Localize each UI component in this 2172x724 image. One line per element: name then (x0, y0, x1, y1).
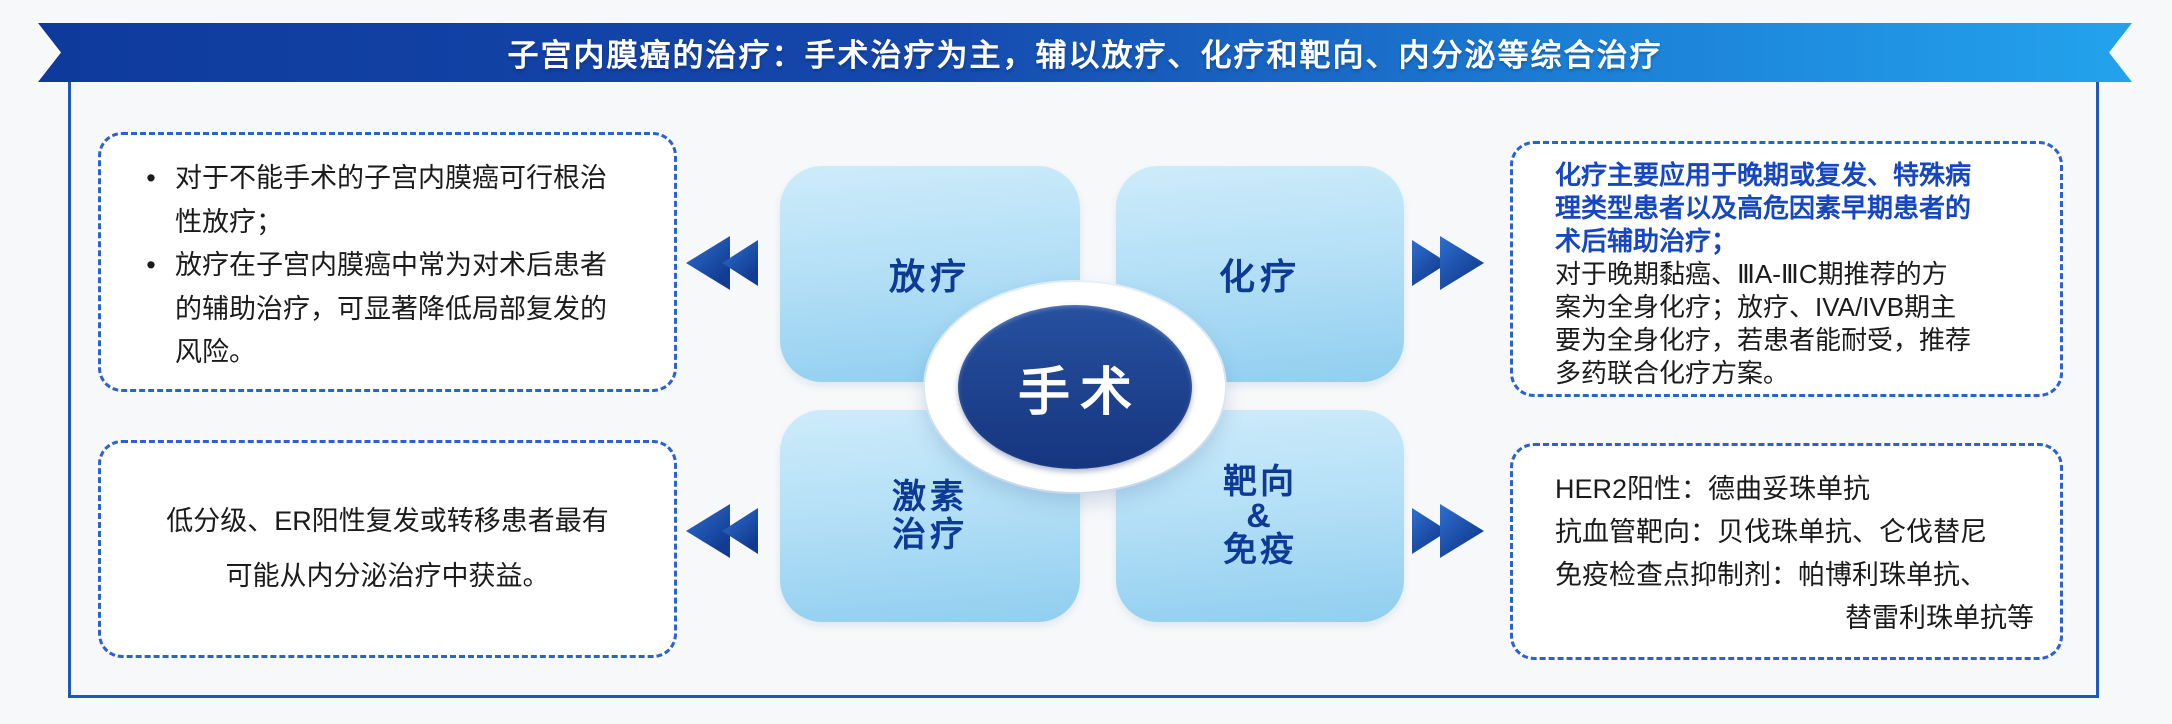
note-text: 对于晚期黏癌、ⅢA-ⅢC期推荐的方 (1555, 259, 1948, 289)
note-text: 可能从内分泌治疗中获益。 (225, 561, 550, 591)
quadrant-targeted-immune: 靶向 & 免疫 (1116, 410, 1404, 622)
note-text: 风险。 (175, 337, 256, 367)
double-chevron-left-icon (686, 504, 758, 558)
quadrant-label: 放疗 (888, 256, 971, 297)
note-text: 对于不能手术的子宫内膜癌可行根治 (175, 163, 607, 193)
targeted-immune-note-box: HER2阳性：德曲妥珠单抗 抗血管靶向：贝伐珠单抗、仑伐替尼 免疫检查点抑制剂：… (1510, 443, 2063, 660)
note-text: 要为全身化疗，若患者能耐受，推荐 (1555, 325, 1972, 355)
quadrant-label: & (1246, 497, 1274, 535)
quadrant-label: 激素 (892, 478, 968, 516)
note-text: 替雷利珠单抗等 (1845, 603, 2034, 633)
highlight-text: 理类型患者以及高危因素早期患者的 (1555, 193, 1972, 223)
note-line: 风险。 (127, 331, 656, 375)
radiotherapy-note-box: • 对于不能手术的子宫内膜癌可行根治 性放疗； • 放疗在子宫内膜癌中常为对术后… (98, 132, 677, 392)
quadrant-label: 治疗 (892, 516, 968, 554)
hormone-note-box: 低分级、ER阳性复发或转移患者最有 可能从内分泌治疗中获益。 (98, 440, 677, 658)
bullet-dot (127, 288, 175, 332)
quadrant-chemotherapy: 化疗 (1116, 166, 1404, 382)
note-line: 的辅助治疗，可显著降低局部复发的 (127, 288, 656, 332)
note-text: 低分级、ER阳性复发或转移患者最有 (166, 506, 609, 536)
note-text: HER2阳性：德曲妥珠单抗 (1555, 474, 1871, 504)
highlight-text: 术后辅助治疗； (1555, 226, 1738, 256)
title-ribbon: 子宫内膜癌的治疗：手术治疗为主，辅以放疗、化疗和靶向、内分泌等综合治疗 (38, 23, 2132, 82)
note-text: 免疫检查点抑制剂：帕博利珠单抗、 (1555, 560, 1987, 590)
note-line: • 放疗在子宫内膜癌中常为对术后患者 (127, 244, 656, 288)
highlight-text: 化疗主要应用于晚期或复发、特殊病 (1555, 160, 1972, 190)
note-text: 的辅助治疗，可显著降低局部复发的 (175, 293, 607, 324)
note-text: 案为全身化疗；放疗、IVA/IVB期主 (1555, 292, 1957, 322)
double-chevron-right-icon (1412, 236, 1484, 290)
note-text: 性放疗； (175, 206, 283, 237)
double-chevron-right-icon (1412, 504, 1484, 558)
page-title: 子宫内膜癌的治疗：手术治疗为主，辅以放疗、化疗和靶向、内分泌等综合治疗 (507, 38, 1663, 73)
chevron-triangle (1440, 236, 1484, 290)
double-chevron-left-icon (686, 236, 758, 290)
surgery-label: 手术 (1017, 363, 1142, 422)
surgery-ellipse: 手术 (958, 305, 1192, 469)
bullet-dot: • (146, 250, 156, 280)
chemotherapy-note-box: 化疗主要应用于晚期或复发、特殊病 理类型患者以及高危因素早期患者的 术后辅助治疗… (1510, 141, 2063, 397)
note-text: 抗血管靶向：贝伐珠单抗、仑伐替尼 (1555, 517, 1987, 547)
chevron-triangle (1440, 504, 1484, 558)
quadrant-label: 化疗 (1218, 256, 1301, 297)
note-text: 放疗在子宫内膜癌中常为对术后患者 (175, 250, 607, 280)
surgery-ring: 手术 (925, 282, 1225, 492)
quadrant-label: 免疫 (1223, 531, 1297, 569)
quadrant-label: 靶向 (1223, 463, 1297, 501)
bullet-dot (127, 331, 175, 375)
note-line: 性放疗； (127, 201, 656, 245)
bullet-dot: • (146, 163, 156, 193)
note-line: • 对于不能手术的子宫内膜癌可行根治 (127, 157, 656, 201)
bullet-dot (127, 201, 175, 245)
note-text: 多药联合化疗方案。 (1555, 358, 1790, 388)
